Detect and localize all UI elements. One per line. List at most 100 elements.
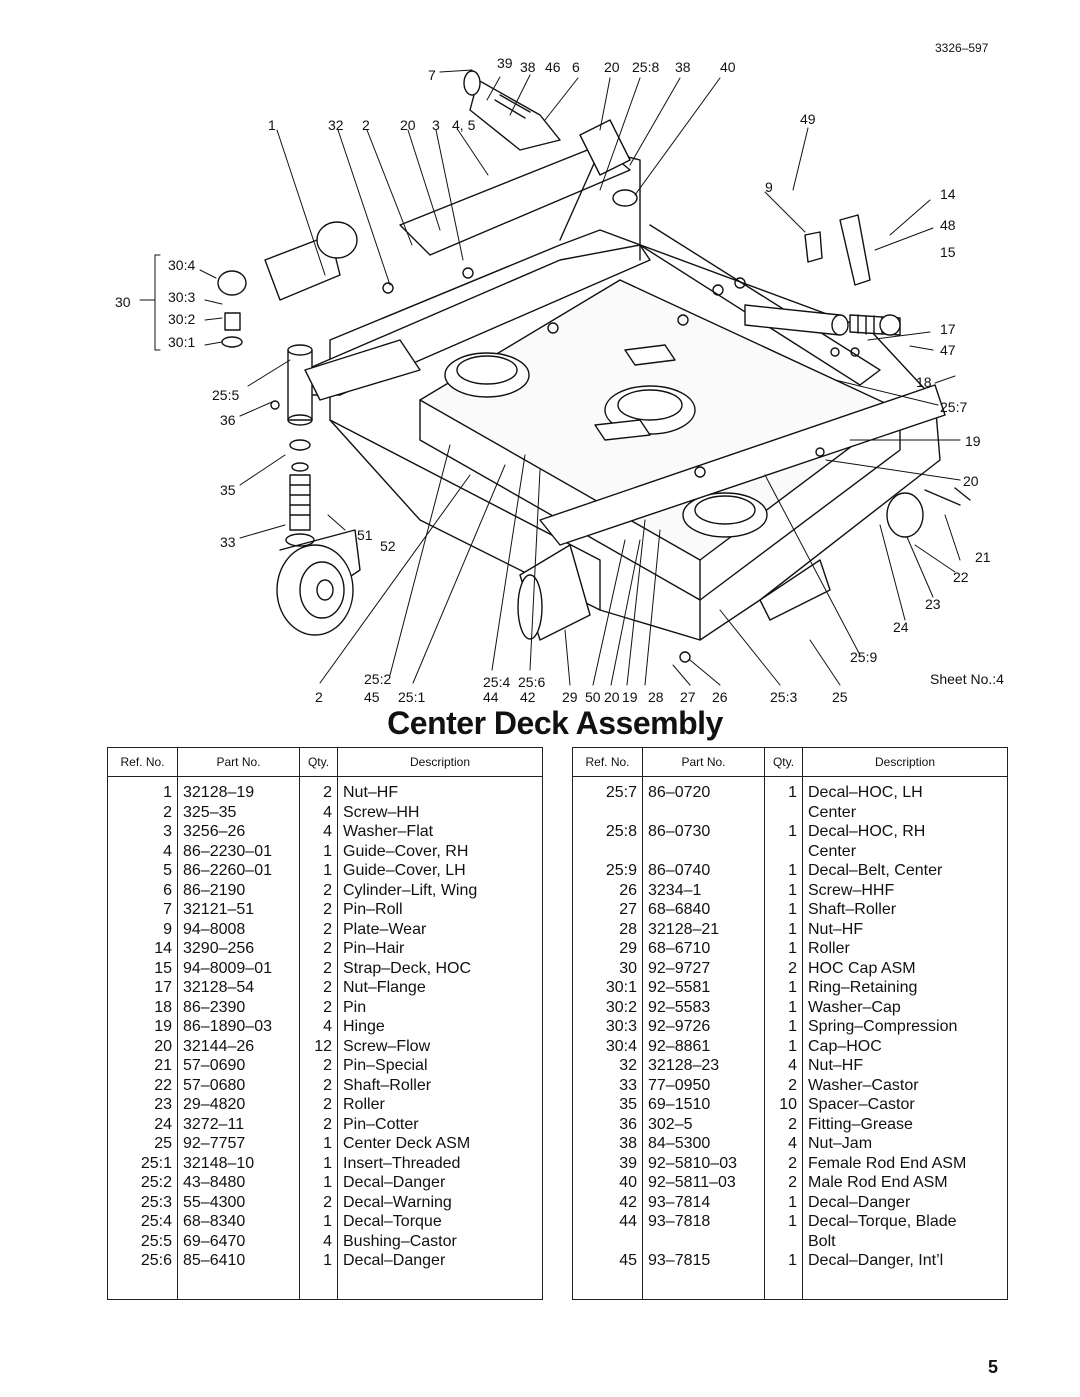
qty-cell: 2	[299, 978, 338, 998]
ref-cell: 19	[107, 1017, 178, 1037]
description-cell: Decal–Torque	[337, 1212, 543, 1232]
qty-cell: 2	[764, 1153, 803, 1173]
ref-cell: 30	[572, 958, 643, 978]
table-row: Center	[572, 802, 1008, 822]
qty-cell: 2	[299, 997, 338, 1017]
description-cell: Spacer–Castor	[802, 1095, 1008, 1115]
callout-30-2: 30:2	[168, 311, 196, 327]
ref-cell: 27	[572, 900, 643, 920]
part-number-cell: 92–5583	[642, 997, 765, 1017]
col-part: Part No.	[177, 747, 300, 777]
description-cell: Washer–Castor	[802, 1075, 1008, 1095]
callout-25-6: 25:6	[518, 674, 546, 690]
ref-cell: 42	[572, 1192, 643, 1212]
qty-cell: 1	[764, 997, 803, 1017]
empty-cell	[802, 1270, 1008, 1299]
callout-36: 36	[220, 412, 236, 428]
qty-cell: 1	[764, 1017, 803, 1037]
empty-cell	[337, 1270, 543, 1299]
qty-cell: 4	[299, 822, 338, 842]
callout-15: 15	[940, 244, 956, 260]
part-number-cell: 325–35	[177, 802, 300, 822]
qty-cell	[764, 1231, 803, 1251]
qty-cell: 12	[299, 1036, 338, 1056]
description-cell: Decal–Torque, Blade	[802, 1212, 1008, 1232]
qty-cell: 4	[299, 1231, 338, 1251]
description-cell: Cylinder–Lift, Wing	[337, 880, 543, 900]
table-bottom-padding	[572, 1270, 1008, 1299]
table-row: Center	[572, 841, 1008, 861]
part-number-cell: 85–6410	[177, 1251, 300, 1271]
ref-cell: 25:3	[107, 1192, 178, 1212]
qty-cell: 2	[764, 1075, 803, 1095]
callout-25-4: 25:4	[483, 674, 511, 690]
part-number-cell: 92–9726	[642, 1017, 765, 1037]
part-number-cell: 3290–256	[177, 939, 300, 959]
ref-cell: 17	[107, 978, 178, 998]
callout-4-5: 4, 5	[452, 117, 476, 133]
description-cell: Decal–Danger	[337, 1173, 543, 1193]
qty-cell: 1	[764, 776, 803, 803]
ref-cell	[572, 841, 643, 861]
part-number-cell	[642, 802, 765, 822]
part-number-cell: 93–7814	[642, 1192, 765, 1212]
callout-9: 9	[765, 179, 773, 195]
part-number-cell: 43–8480	[177, 1173, 300, 1193]
part-number-cell: 92–5811–03	[642, 1173, 765, 1193]
callout-26: 26	[712, 689, 728, 705]
description-cell: Center	[802, 802, 1008, 822]
part-number-cell: 92–8861	[642, 1036, 765, 1056]
ref-cell: 30:3	[572, 1017, 643, 1037]
description-cell: Decal–HOC, RH	[802, 822, 1008, 842]
ref-cell: 39	[572, 1153, 643, 1173]
part-number-cell: 92–5810–03	[642, 1153, 765, 1173]
qty-cell: 1	[299, 1251, 338, 1271]
description-cell: Bushing–Castor	[337, 1231, 543, 1251]
part-number-cell: 86–1890–03	[177, 1017, 300, 1037]
col-desc: Description	[802, 747, 1008, 777]
col-ref: Ref. No.	[572, 747, 643, 777]
description-cell: Plate–Wear	[337, 919, 543, 939]
description-cell: Decal–Danger, Int’l	[802, 1251, 1008, 1271]
qty-cell: 1	[764, 1036, 803, 1056]
part-number-cell: 86–2230–01	[177, 841, 300, 861]
col-desc: Description	[337, 747, 543, 777]
qty-cell: 1	[764, 861, 803, 881]
qty-cell: 1	[764, 822, 803, 842]
part-number-cell: 32128–19	[177, 776, 300, 803]
part-number-cell: 57–0690	[177, 1056, 300, 1076]
empty-cell	[177, 1270, 300, 1299]
callout-23: 23	[925, 596, 941, 612]
ref-cell: 5	[107, 861, 178, 881]
description-cell: Roller	[337, 1095, 543, 1115]
callout-25: 25	[832, 689, 848, 705]
ref-cell: 23	[107, 1095, 178, 1115]
ref-cell	[572, 1231, 643, 1251]
qty-cell: 1	[299, 1173, 338, 1193]
description-cell: HOC Cap ASM	[802, 958, 1008, 978]
description-cell: Decal–HOC, LH	[802, 776, 1008, 803]
callout-24: 24	[893, 619, 909, 635]
page-number: 5	[987, 1357, 998, 1377]
qty-cell: 1	[764, 1212, 803, 1232]
part-number-cell: 32121–51	[177, 900, 300, 920]
description-cell: Fitting–Grease	[802, 1114, 1008, 1134]
part-number-cell: 3272–11	[177, 1114, 300, 1134]
ref-cell: 25:7	[572, 776, 643, 803]
callout-32: 32	[328, 117, 344, 133]
part-number-cell	[642, 1231, 765, 1251]
callout-3: 3	[432, 117, 440, 133]
part-number-cell: 3234–1	[642, 880, 765, 900]
